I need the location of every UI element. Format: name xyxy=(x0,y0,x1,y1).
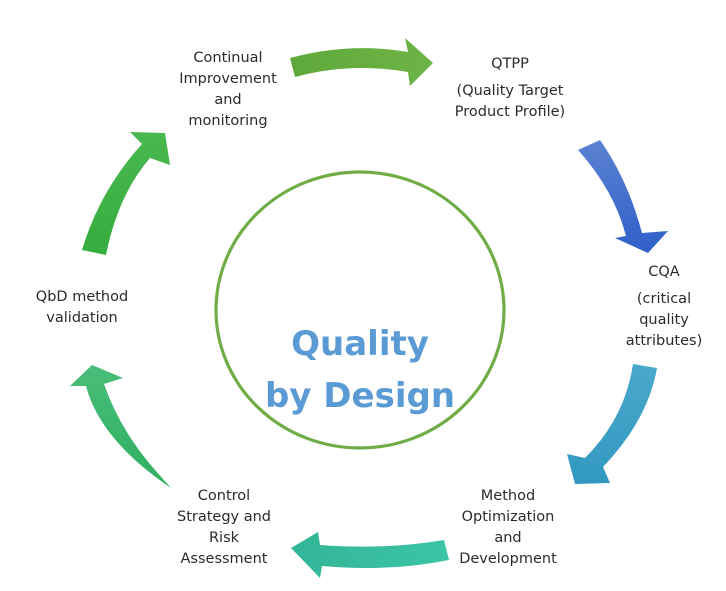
step-control-strategy-line1: Control xyxy=(197,488,251,504)
arrow-to-cqa xyxy=(578,140,668,253)
step-control-strategy-line3: Risk xyxy=(208,530,240,546)
step-cqa-line2: (critical xyxy=(636,291,692,307)
step-qbd-validation-line2: validation xyxy=(46,310,118,326)
step-qtpp-line2: (Quality Target xyxy=(456,83,564,99)
step-qbd-validation: QbD method validation xyxy=(22,287,142,329)
arrow-to-qtpp xyxy=(290,38,433,86)
arrow-to-continual-improvement xyxy=(82,132,170,255)
step-method-optimization-line4: Development xyxy=(459,551,557,567)
step-continual-improvement-line1: Continual xyxy=(193,50,263,66)
center-title-line2: by Design xyxy=(264,376,456,416)
step-continual-improvement-line3: and xyxy=(214,92,242,108)
step-continual-improvement: Continual Improvement and monitoring xyxy=(168,48,288,132)
step-method-optimization: Method Optimization and Development xyxy=(448,486,568,570)
arrow-to-qbd-validation xyxy=(70,365,171,488)
step-control-strategy: Control Strategy and Risk Assessment xyxy=(164,486,284,570)
step-qtpp: QTPP (Quality Target Product Profile) xyxy=(435,54,585,123)
step-control-strategy-line2: Strategy and xyxy=(176,509,272,525)
arrow-to-method-optimization xyxy=(567,364,657,484)
center-ring xyxy=(214,170,506,450)
step-method-optimization-line1: Method xyxy=(480,488,536,504)
step-control-strategy-line4: Assessment xyxy=(180,551,268,567)
center-title: Quality by Design xyxy=(240,318,480,422)
step-method-optimization-line3: and xyxy=(494,530,522,546)
step-cqa-title: CQA xyxy=(648,264,680,280)
center-title-line1: Quality xyxy=(291,324,429,364)
step-qbd-validation-line1: QbD method xyxy=(35,289,129,305)
step-cqa-line4: attributes) xyxy=(625,333,703,349)
step-qtpp-line3: Product Profile) xyxy=(454,104,566,120)
step-qtpp-title: QTPP xyxy=(491,56,529,72)
step-method-optimization-line2: Optimization xyxy=(461,509,555,525)
step-continual-improvement-line4: monitoring xyxy=(188,113,268,129)
step-cqa-line3: quality xyxy=(639,312,689,328)
step-cqa: CQA (critical quality attributes) xyxy=(604,262,724,352)
step-continual-improvement-line2: Improvement xyxy=(179,71,277,87)
arrow-to-control-strategy xyxy=(291,532,449,578)
